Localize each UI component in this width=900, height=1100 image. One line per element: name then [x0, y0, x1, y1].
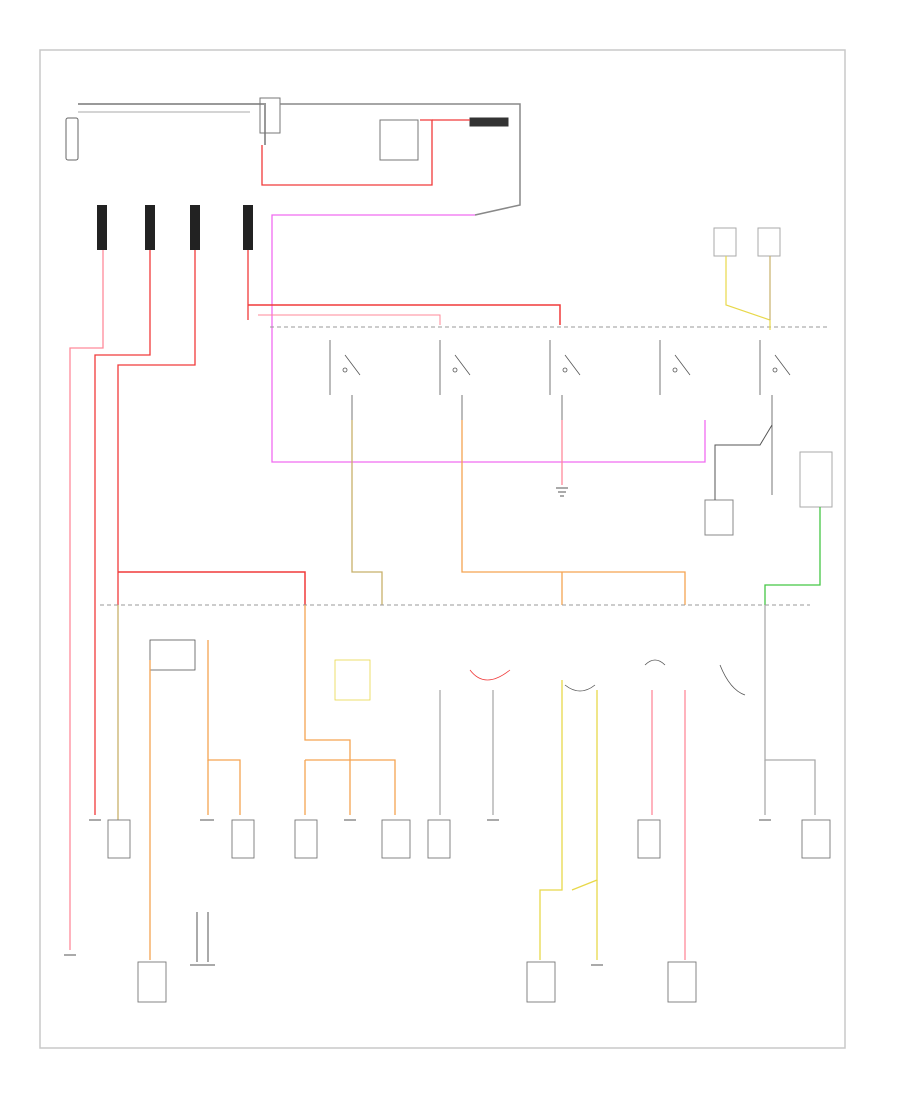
relay-icon: [439, 340, 471, 420]
wire-magenta: [271, 214, 706, 463]
component-box-icon: [334, 659, 371, 701]
component-box-icon: [107, 819, 131, 859]
wire-pink-left: [69, 250, 104, 950]
relay-icon: [759, 340, 791, 495]
fuse-panel-devices: [149, 639, 746, 701]
fusible-link-icon: [145, 205, 155, 250]
component-box-icon: [637, 819, 661, 859]
component-box-icon: [704, 499, 734, 536]
starter-relay-icon: [469, 117, 509, 127]
stub-wires: [196, 912, 209, 962]
component-box-icon: [294, 819, 318, 859]
wire-orange: [461, 420, 686, 605]
component-box-icon: [137, 961, 167, 1003]
generator-icon: [379, 119, 419, 161]
component-box-icon: [231, 819, 255, 859]
battery-section: [65, 97, 521, 216]
wire-gray-switch: [714, 424, 773, 500]
relay-icon: [564, 684, 596, 692]
component-box-icon: [381, 819, 411, 859]
relay-icon: [719, 664, 746, 696]
fusible-link-icon: [259, 97, 281, 134]
fusible-link-icon: [243, 205, 253, 250]
wire-red-generator: [261, 119, 433, 186]
diagram-frame: [39, 49, 846, 1049]
component-box-icon: [149, 639, 196, 671]
lower-wires: [117, 605, 816, 960]
top-right-connectors: [713, 227, 781, 330]
lower-components: [107, 819, 831, 1003]
wire-pink-bus: [258, 314, 441, 325]
component-box-icon: [667, 961, 697, 1003]
relay-icon: [659, 340, 691, 395]
component-box-icon: [801, 819, 831, 859]
wire-red-2: [94, 250, 151, 815]
wire-green: [764, 507, 821, 605]
relay-icon: [644, 659, 666, 666]
fusible-link-icon: [190, 205, 200, 250]
component-box-icon: [713, 227, 737, 257]
wire-tan: [351, 420, 383, 605]
wire-red-3: [117, 250, 196, 605]
fusible-links: [97, 205, 253, 250]
relay-row: [329, 340, 791, 495]
relay-icon: [469, 669, 511, 681]
ground-symbols: [64, 819, 771, 966]
component-box-icon: [427, 819, 451, 859]
relay-icon: [329, 340, 361, 420]
ground-icon: [556, 487, 568, 497]
component-box-icon: [799, 451, 833, 508]
component-box-icon: [526, 961, 556, 1003]
wire-red-bus: [248, 304, 561, 325]
fusible-link-icon: [97, 205, 107, 250]
component-box-icon: [757, 227, 781, 257]
relay-icon: [549, 340, 581, 420]
battery-icon: [65, 117, 79, 161]
wire-red-fuse-feed: [118, 571, 306, 605]
